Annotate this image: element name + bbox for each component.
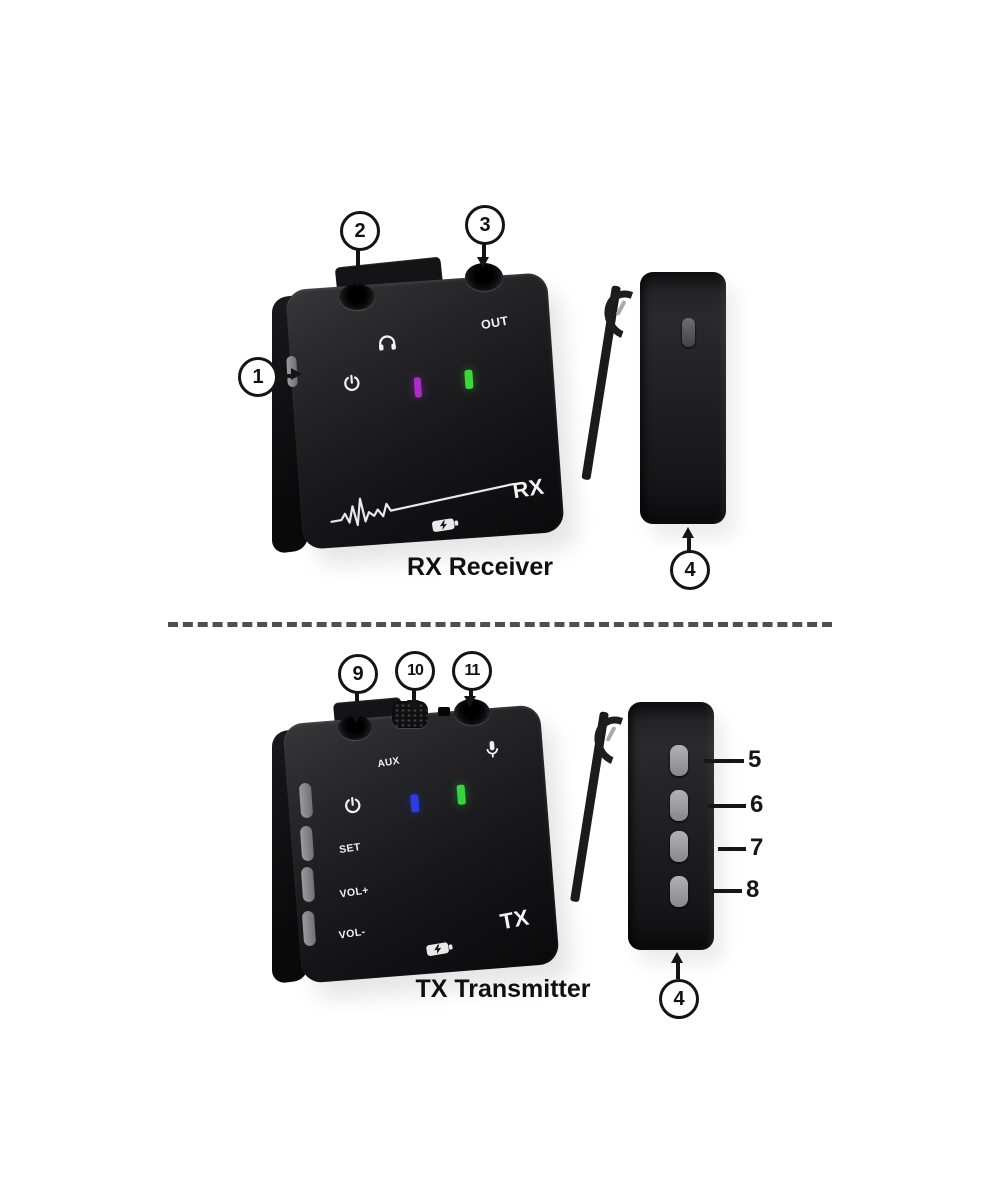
tx-side-button-5 — [670, 745, 688, 776]
label-5: 5 — [748, 746, 762, 773]
callout-4-rx: 4 — [670, 550, 710, 590]
tx-edge-button-voldown — [301, 910, 317, 947]
power-icon — [343, 796, 363, 820]
callout-1: 1 — [238, 357, 278, 397]
callout-2-line — [356, 249, 360, 277]
power-icon — [342, 373, 362, 397]
callout-1-arrow — [291, 368, 302, 380]
callout-4-tx-line — [676, 962, 680, 979]
rx-headphone-jack — [339, 284, 375, 310]
tx-side-button-6 — [670, 790, 688, 821]
set-label: SET — [338, 841, 362, 857]
tx-edge-button-power — [298, 782, 314, 819]
tx-power-led — [456, 784, 467, 805]
rx-side-view-body — [640, 272, 726, 524]
battery-icon — [431, 516, 461, 539]
callout-9: 9 — [338, 654, 378, 694]
callout-10-arrow — [407, 700, 419, 711]
callout-9-arrow — [350, 712, 362, 723]
rx-side-view-button — [682, 318, 695, 347]
tx-top-slot — [438, 707, 450, 716]
rx-power-led — [464, 369, 474, 390]
label-8-line — [712, 889, 742, 893]
waveform-graphic — [325, 471, 520, 537]
callout-1-line — [276, 374, 292, 378]
callout-11-line — [469, 689, 473, 699]
callout-9-line — [355, 692, 359, 714]
callout-11-arrow — [464, 696, 476, 707]
tx-front-face: AUX SET VOL+ VOL- TX — [282, 704, 560, 984]
section-divider — [168, 622, 832, 627]
rx-pairing-led — [413, 377, 423, 398]
label-5-line — [704, 759, 744, 763]
aux-label: AUX — [376, 755, 401, 771]
callout-3-arrow — [477, 257, 489, 268]
mic-icon — [484, 740, 501, 765]
rx-front-face: OUT RX — [285, 272, 565, 550]
callout-2: 2 — [340, 211, 380, 251]
tx-pairing-led — [410, 794, 420, 813]
tx-side-view-body — [628, 702, 714, 950]
battery-icon — [425, 940, 455, 963]
callout-10-line — [412, 689, 416, 703]
callout-4-rx-arrow — [682, 527, 694, 538]
headphones-icon — [377, 333, 399, 357]
vol-down-label: VOL- — [338, 925, 367, 942]
rx-caption: RX Receiver — [407, 553, 553, 581]
callout-4-tx: 4 — [659, 979, 699, 1019]
callout-11: 11 — [452, 651, 492, 691]
tx-edge-button-set — [299, 825, 315, 862]
callout-3-line — [482, 243, 486, 259]
label-7-line — [718, 847, 746, 851]
tx-side-button-7 — [670, 831, 688, 862]
tx-brand-label: TX — [498, 904, 532, 935]
callout-3: 3 — [465, 205, 505, 245]
callout-4-tx-arrow — [671, 952, 683, 963]
vol-up-label: VOL+ — [338, 884, 370, 901]
label-6: 6 — [750, 791, 764, 818]
callout-4-rx-line — [687, 537, 691, 552]
tx-edge-button-volup — [300, 866, 316, 903]
out-label: OUT — [480, 313, 510, 333]
tx-mic-grille — [392, 701, 428, 728]
label-6-line — [708, 804, 746, 808]
label-8: 8 — [746, 876, 760, 903]
tx-caption: TX Transmitter — [415, 975, 591, 1003]
label-7: 7 — [750, 834, 764, 861]
callout-2-arrow — [351, 276, 363, 287]
callout-10: 10 — [395, 651, 435, 691]
tx-side-button-8 — [670, 876, 688, 907]
rx-brand-label: RX — [510, 473, 546, 504]
